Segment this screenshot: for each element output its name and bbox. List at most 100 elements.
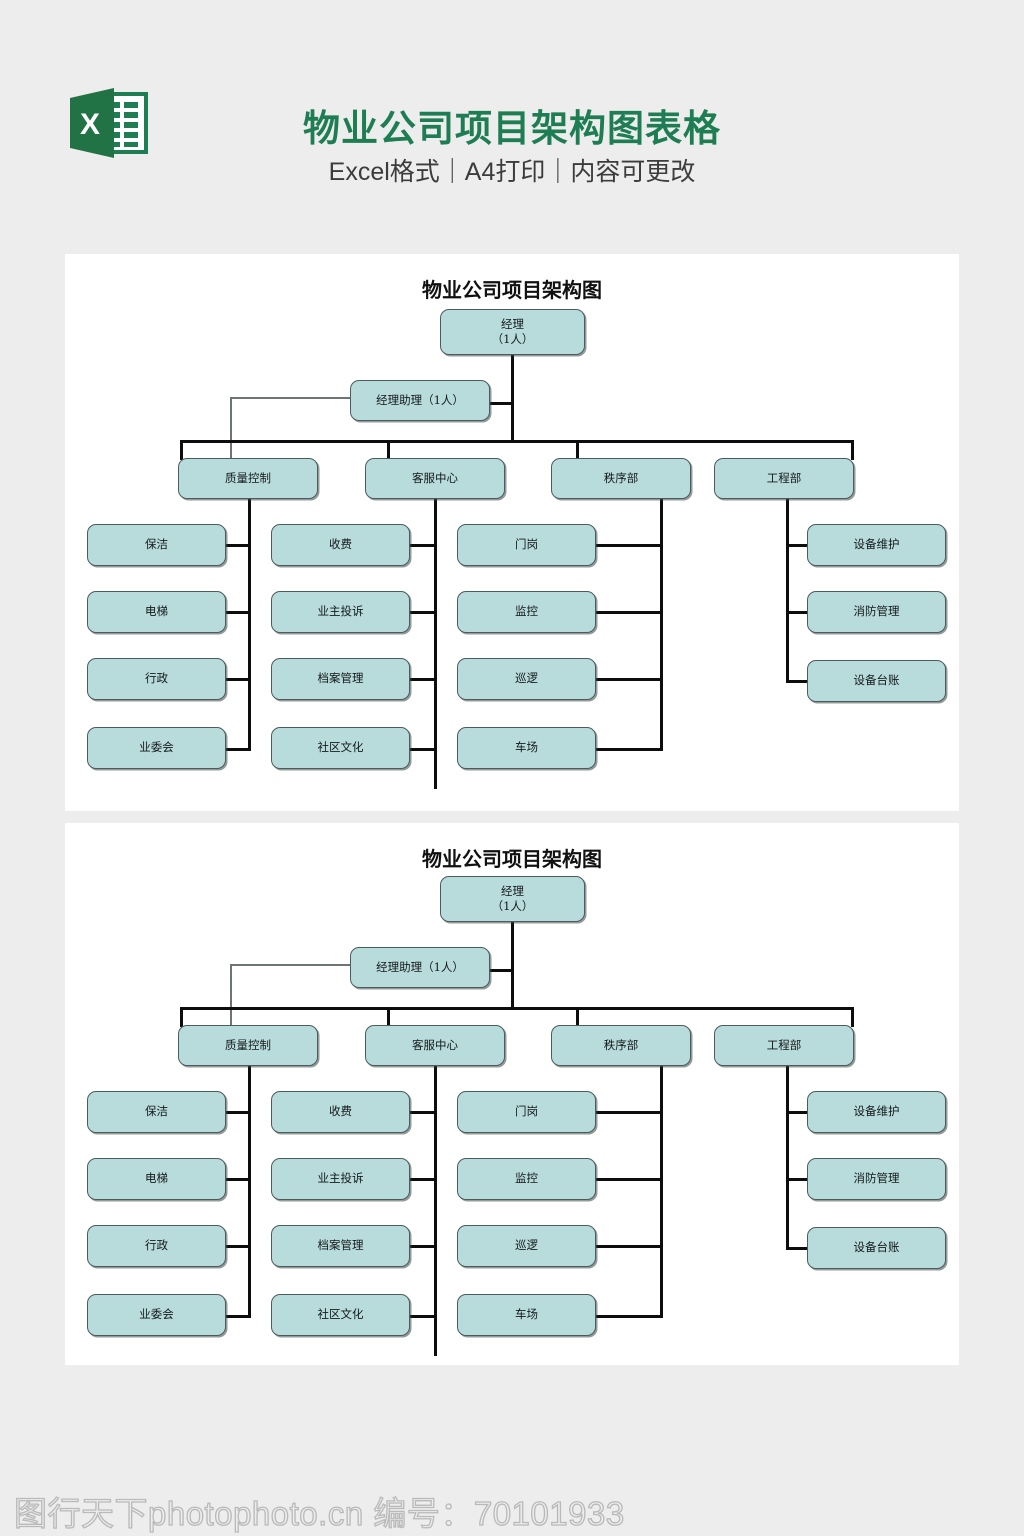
node-dept-engineering[interactable]: 工程部 <box>714 458 854 499</box>
node-dept3-label: 秩序部 <box>603 470 639 485</box>
node-manager-line1-2: 经理 <box>501 883 524 898</box>
node-manager-2[interactable]: 经理 （1人） <box>440 876 585 922</box>
node-c2a[interactable]: 收费 <box>271 524 410 566</box>
connector-branch-c2a <box>410 544 436 547</box>
node-c1a-2[interactable]: 保洁 <box>87 1091 226 1133</box>
node-c4a[interactable]: 设备维护 <box>807 524 946 566</box>
node-c2d-label: 社区文化 <box>317 740 364 755</box>
connector-manager-vertical <box>511 354 514 443</box>
connector-branch-c1d-2 <box>225 1315 251 1318</box>
page-subtitle: Excel格式｜A4打印｜内容可更改 <box>328 158 696 186</box>
connector-branch-c1c <box>225 678 251 681</box>
node-c3a-label: 门岗 <box>515 537 538 552</box>
connector-assistant-thin-vertical <box>230 397 232 480</box>
node-c2d[interactable]: 社区文化 <box>271 727 410 769</box>
node-dept-service-2[interactable]: 客服中心 <box>365 1025 505 1066</box>
connector-trunk-col1-2 <box>248 1061 251 1318</box>
connector-branch-c3b-2 <box>596 1178 662 1181</box>
node-dept-order-2[interactable]: 秩序部 <box>551 1025 691 1066</box>
node-c3d[interactable]: 车场 <box>457 727 596 769</box>
connector-branch-c4b-2 <box>786 1178 808 1181</box>
connector-drop-dept4-2 <box>851 1007 854 1027</box>
node-c1a[interactable]: 保洁 <box>87 524 226 566</box>
node-c1a-label-2: 保洁 <box>145 1104 168 1119</box>
node-c1c-label-2: 行政 <box>145 1238 168 1253</box>
connector-trunk-col2 <box>434 494 437 789</box>
node-c3b[interactable]: 监控 <box>457 591 596 633</box>
org-chart-panel-1: 物业公司项目架构图 <box>65 254 959 811</box>
node-c3d-2[interactable]: 车场 <box>457 1294 596 1336</box>
node-c4b-2[interactable]: 消防管理 <box>807 1158 946 1200</box>
node-c3c-label-2: 巡逻 <box>515 1238 538 1253</box>
node-dept-quality[interactable]: 质量控制 <box>178 458 318 499</box>
node-assistant-label: 经理助理（1人） <box>376 392 464 407</box>
connector-branch-c1a-2 <box>225 1111 251 1114</box>
node-dept-engineering-2[interactable]: 工程部 <box>714 1025 854 1066</box>
node-c2c-2[interactable]: 档案管理 <box>271 1225 410 1267</box>
node-c3a-label-2: 门岗 <box>515 1104 538 1119</box>
node-c1b-label-2: 电梯 <box>145 1171 168 1186</box>
connector-branch-c3d-2 <box>596 1315 662 1318</box>
node-dept-order[interactable]: 秩序部 <box>551 458 691 499</box>
node-c3b-2[interactable]: 监控 <box>457 1158 596 1200</box>
connector-branch-c2b <box>410 611 436 614</box>
connector-trunk-col1 <box>248 494 251 751</box>
node-c1b[interactable]: 电梯 <box>87 591 226 633</box>
connector-manager-vertical-2 <box>511 921 514 1010</box>
node-c1c-2[interactable]: 行政 <box>87 1225 226 1267</box>
node-c4c-label-2: 设备台账 <box>853 1240 900 1255</box>
node-c4b[interactable]: 消防管理 <box>807 591 946 633</box>
connector-branch-c3a <box>596 544 662 547</box>
node-assistant[interactable]: 经理助理（1人） <box>350 380 490 421</box>
node-c4c-2[interactable]: 设备台账 <box>807 1227 946 1269</box>
node-c2a-2[interactable]: 收费 <box>271 1091 410 1133</box>
node-c1d[interactable]: 业委会 <box>87 727 226 769</box>
node-c1b-label: 电梯 <box>145 604 168 619</box>
node-c3a-2[interactable]: 门岗 <box>457 1091 596 1133</box>
node-c1c[interactable]: 行政 <box>87 658 226 700</box>
node-c2b-2[interactable]: 业主投诉 <box>271 1158 410 1200</box>
footer-watermark: 图行天下photophoto.cn 编号：70101933 <box>13 1494 625 1532</box>
node-c2c-label: 档案管理 <box>317 671 364 686</box>
node-c3c-2[interactable]: 巡逻 <box>457 1225 596 1267</box>
connector-branch-c2c <box>410 678 436 681</box>
node-assistant-2[interactable]: 经理助理（1人） <box>350 947 490 988</box>
node-dept1-label-2: 质量控制 <box>225 1037 271 1052</box>
node-c4a-2[interactable]: 设备维护 <box>807 1091 946 1133</box>
node-c1d-2[interactable]: 业委会 <box>87 1294 226 1336</box>
node-c2d-2[interactable]: 社区文化 <box>271 1294 410 1336</box>
page-title: 物业公司项目架构图表格 <box>303 108 721 149</box>
connector-trunk-col3-2 <box>660 1061 663 1318</box>
chart-title: 物业公司项目架构图 <box>422 278 602 302</box>
node-c3a[interactable]: 门岗 <box>457 524 596 566</box>
node-manager[interactable]: 经理 （1人） <box>440 309 585 355</box>
node-dept4-label: 工程部 <box>766 470 802 485</box>
connector-drop-dept4 <box>851 440 854 460</box>
node-c2b-label-2: 业主投诉 <box>317 1171 364 1186</box>
connector-branch-c4c <box>786 680 808 683</box>
connector-branch-c1b <box>225 611 251 614</box>
node-c2c[interactable]: 档案管理 <box>271 658 410 700</box>
node-dept-service[interactable]: 客服中心 <box>365 458 505 499</box>
connector-branch-c1d <box>225 748 251 751</box>
node-c2d-label-2: 社区文化 <box>317 1307 364 1322</box>
connector-branch-c2d-2 <box>410 1315 436 1318</box>
connector-drop-dept1-2 <box>180 1007 183 1027</box>
node-c4a-label-2: 设备维护 <box>853 1104 900 1119</box>
connector-drop-dept1 <box>180 440 183 460</box>
node-c1b-2[interactable]: 电梯 <box>87 1158 226 1200</box>
node-dept2-label-2: 客服中心 <box>412 1037 458 1052</box>
node-c4c[interactable]: 设备台账 <box>807 660 946 702</box>
connector-branch-c3c-2 <box>596 1245 662 1248</box>
connector-branch-c4a <box>786 544 808 547</box>
page-header: X 物业公司项目架构图表格 Excel格式｜A4打印｜内容可更改 <box>0 0 1024 250</box>
org-chart-panel-2: 物业公司项目架构图 经理 （1人） <box>65 823 959 1365</box>
node-c2b[interactable]: 业主投诉 <box>271 591 410 633</box>
node-dept-quality-2[interactable]: 质量控制 <box>178 1025 318 1066</box>
connector-drop-dept2 <box>387 440 390 460</box>
org-chart-canvas: 经理 （1人） 经理助理（1人） 质量控制 客服中心 秩序部 工程部 保洁 电梯… <box>65 254 959 811</box>
connector-assistant-thin-vertical-2 <box>230 964 232 1047</box>
connector-branch-c4b <box>786 611 808 614</box>
node-c3c[interactable]: 巡逻 <box>457 658 596 700</box>
node-c1a-label: 保洁 <box>145 537 168 552</box>
